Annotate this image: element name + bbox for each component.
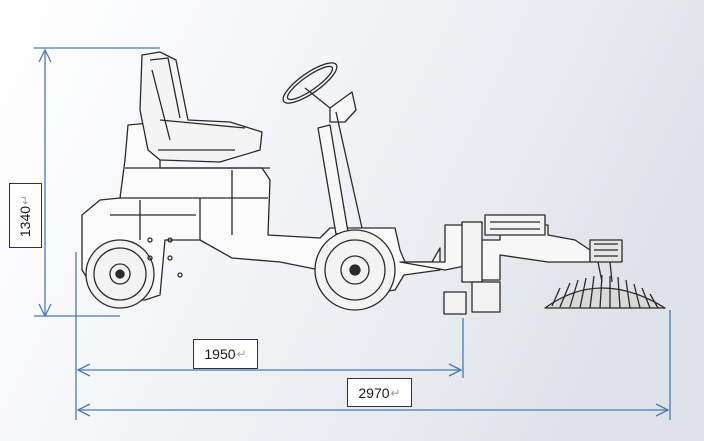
sweeper-machine xyxy=(81,51,666,315)
return-mark-icon: ↵ xyxy=(18,194,33,205)
wheelbase-value: 1950 xyxy=(204,346,236,362)
return-mark-icon: ↵ xyxy=(236,347,247,361)
height-dimension-label: 1340↵ xyxy=(9,183,42,248)
wheelbase-dimension-label: 1950↵ xyxy=(193,339,258,369)
height-value: 1340 xyxy=(17,205,34,237)
dimension-lines xyxy=(34,47,671,420)
return-mark-icon: ↵ xyxy=(390,385,401,400)
total-length-value: 2970 xyxy=(358,384,390,401)
total-length-dimension-label: 2970↵ xyxy=(347,378,412,407)
